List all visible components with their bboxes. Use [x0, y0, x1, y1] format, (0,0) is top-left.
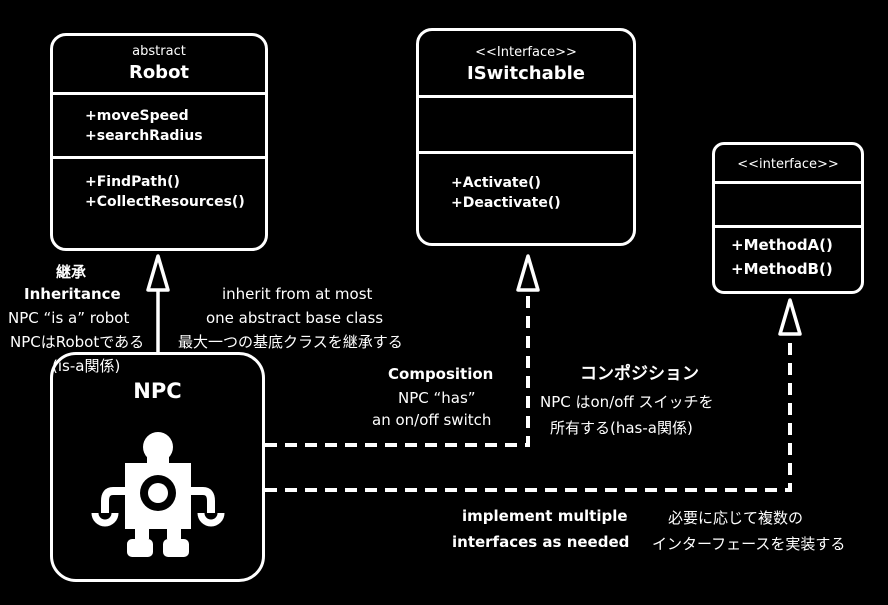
iswitchable-name: ISwitchable	[467, 63, 585, 84]
inherit-note-line1: inherit from at most	[222, 285, 373, 303]
robot-method-find-path: +FindPath()	[85, 174, 180, 190]
robot-attr-search-radius: +searchRadius	[85, 128, 203, 144]
inheritance-jp-desc-2: (is-a関係)	[52, 357, 121, 375]
iswitchable-method-activate: +Activate()	[451, 175, 541, 191]
composition-title: Composition	[388, 365, 494, 383]
iswitchable-interface-box: <<Interface>> ISwitchable +Activate() +D…	[416, 28, 636, 246]
robot-icon	[91, 432, 225, 557]
robot-method-collect-resources: +CollectResources()	[85, 194, 245, 210]
robot-divider-2	[53, 156, 265, 159]
iswitchable-stereotype: <<Interface>>	[475, 45, 577, 60]
composition-jp-title: コンポジション	[580, 364, 699, 384]
inherit-note-line2: one abstract base class	[206, 309, 384, 327]
implementation-line	[265, 334, 792, 492]
inheritance-jp-title: 継承	[56, 263, 87, 281]
interface-divider-2	[715, 225, 861, 228]
interface-method-b: +MethodB()	[731, 260, 833, 278]
interface-box: <<interface>> +MethodA() +MethodB()	[712, 142, 864, 294]
inheritance-arrowhead	[146, 254, 170, 292]
composition-jp-line2: 所有する(has-a関係)	[550, 419, 693, 437]
implement-jp-line1: 必要に応じて複数の	[668, 509, 804, 527]
implement-line1: implement multiple	[462, 507, 628, 525]
inheritance-en-desc: NPC “is a” robot	[8, 309, 130, 327]
iswitchable-method-deactivate: +Deactivate()	[451, 195, 561, 211]
implement-jp-line2: インターフェースを実装する	[652, 535, 846, 553]
interface-method-a: +MethodA()	[731, 236, 833, 254]
iswitchable-divider-1	[419, 95, 633, 98]
implement-line2: interfaces as needed	[452, 533, 630, 551]
robot-class-name: Robot	[128, 62, 190, 83]
inheritance-jp-desc-1: NPCはRobotである	[10, 333, 145, 351]
composition-line	[265, 290, 530, 447]
robot-class-box: abstract Robot +moveSpeed +searchRadius …	[50, 33, 268, 251]
iswitchable-divider-2	[419, 151, 633, 154]
composition-jp-line1: NPC はon/off スイッチを	[540, 393, 714, 411]
npc-title: NPC	[133, 379, 182, 403]
composition-line1: NPC “has”	[398, 389, 476, 407]
npc-box: NPC	[50, 352, 265, 582]
composition-arrowhead	[516, 254, 540, 292]
interface-divider-1	[715, 181, 861, 184]
inherit-note-line3: 最大一つの基底クラスを継承する	[178, 333, 403, 351]
composition-line2: an on/off switch	[372, 411, 492, 429]
robot-stereotype: abstract	[132, 44, 186, 59]
robot-attr-move-speed: +moveSpeed	[85, 108, 189, 124]
inheritance-en-title: Inheritance	[24, 285, 121, 303]
implementation-arrowhead	[778, 298, 802, 336]
robot-divider-1	[53, 92, 265, 95]
interface-stereotype: <<interface>>	[737, 157, 839, 172]
